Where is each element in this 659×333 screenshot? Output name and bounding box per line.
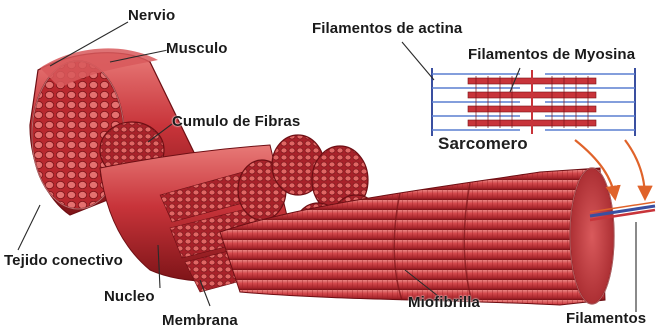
sarcomere-diagram — [432, 68, 635, 136]
label-tejido-conectivo: Tejido conectivo — [4, 252, 123, 269]
label-nervio: Nervio — [128, 7, 175, 24]
label-filamentos-actina: Filamentos de actina — [312, 20, 462, 37]
label-cumulo-fibras: Cumulo de Fibras — [172, 113, 300, 130]
label-membrana: Membrana — [162, 312, 238, 329]
label-musculo: Musculo — [166, 40, 228, 57]
label-sarcomero: Sarcomero — [438, 134, 528, 154]
label-filamentos-myosina: Filamentos de Myosina — [468, 46, 635, 63]
label-miofibrilla: Miofibrilla — [408, 294, 480, 311]
label-nucleo: Nucleo — [104, 288, 155, 305]
leader-actina — [402, 42, 434, 80]
label-filamentos: Filamentos — [566, 310, 646, 327]
leader-tejido — [18, 205, 40, 250]
